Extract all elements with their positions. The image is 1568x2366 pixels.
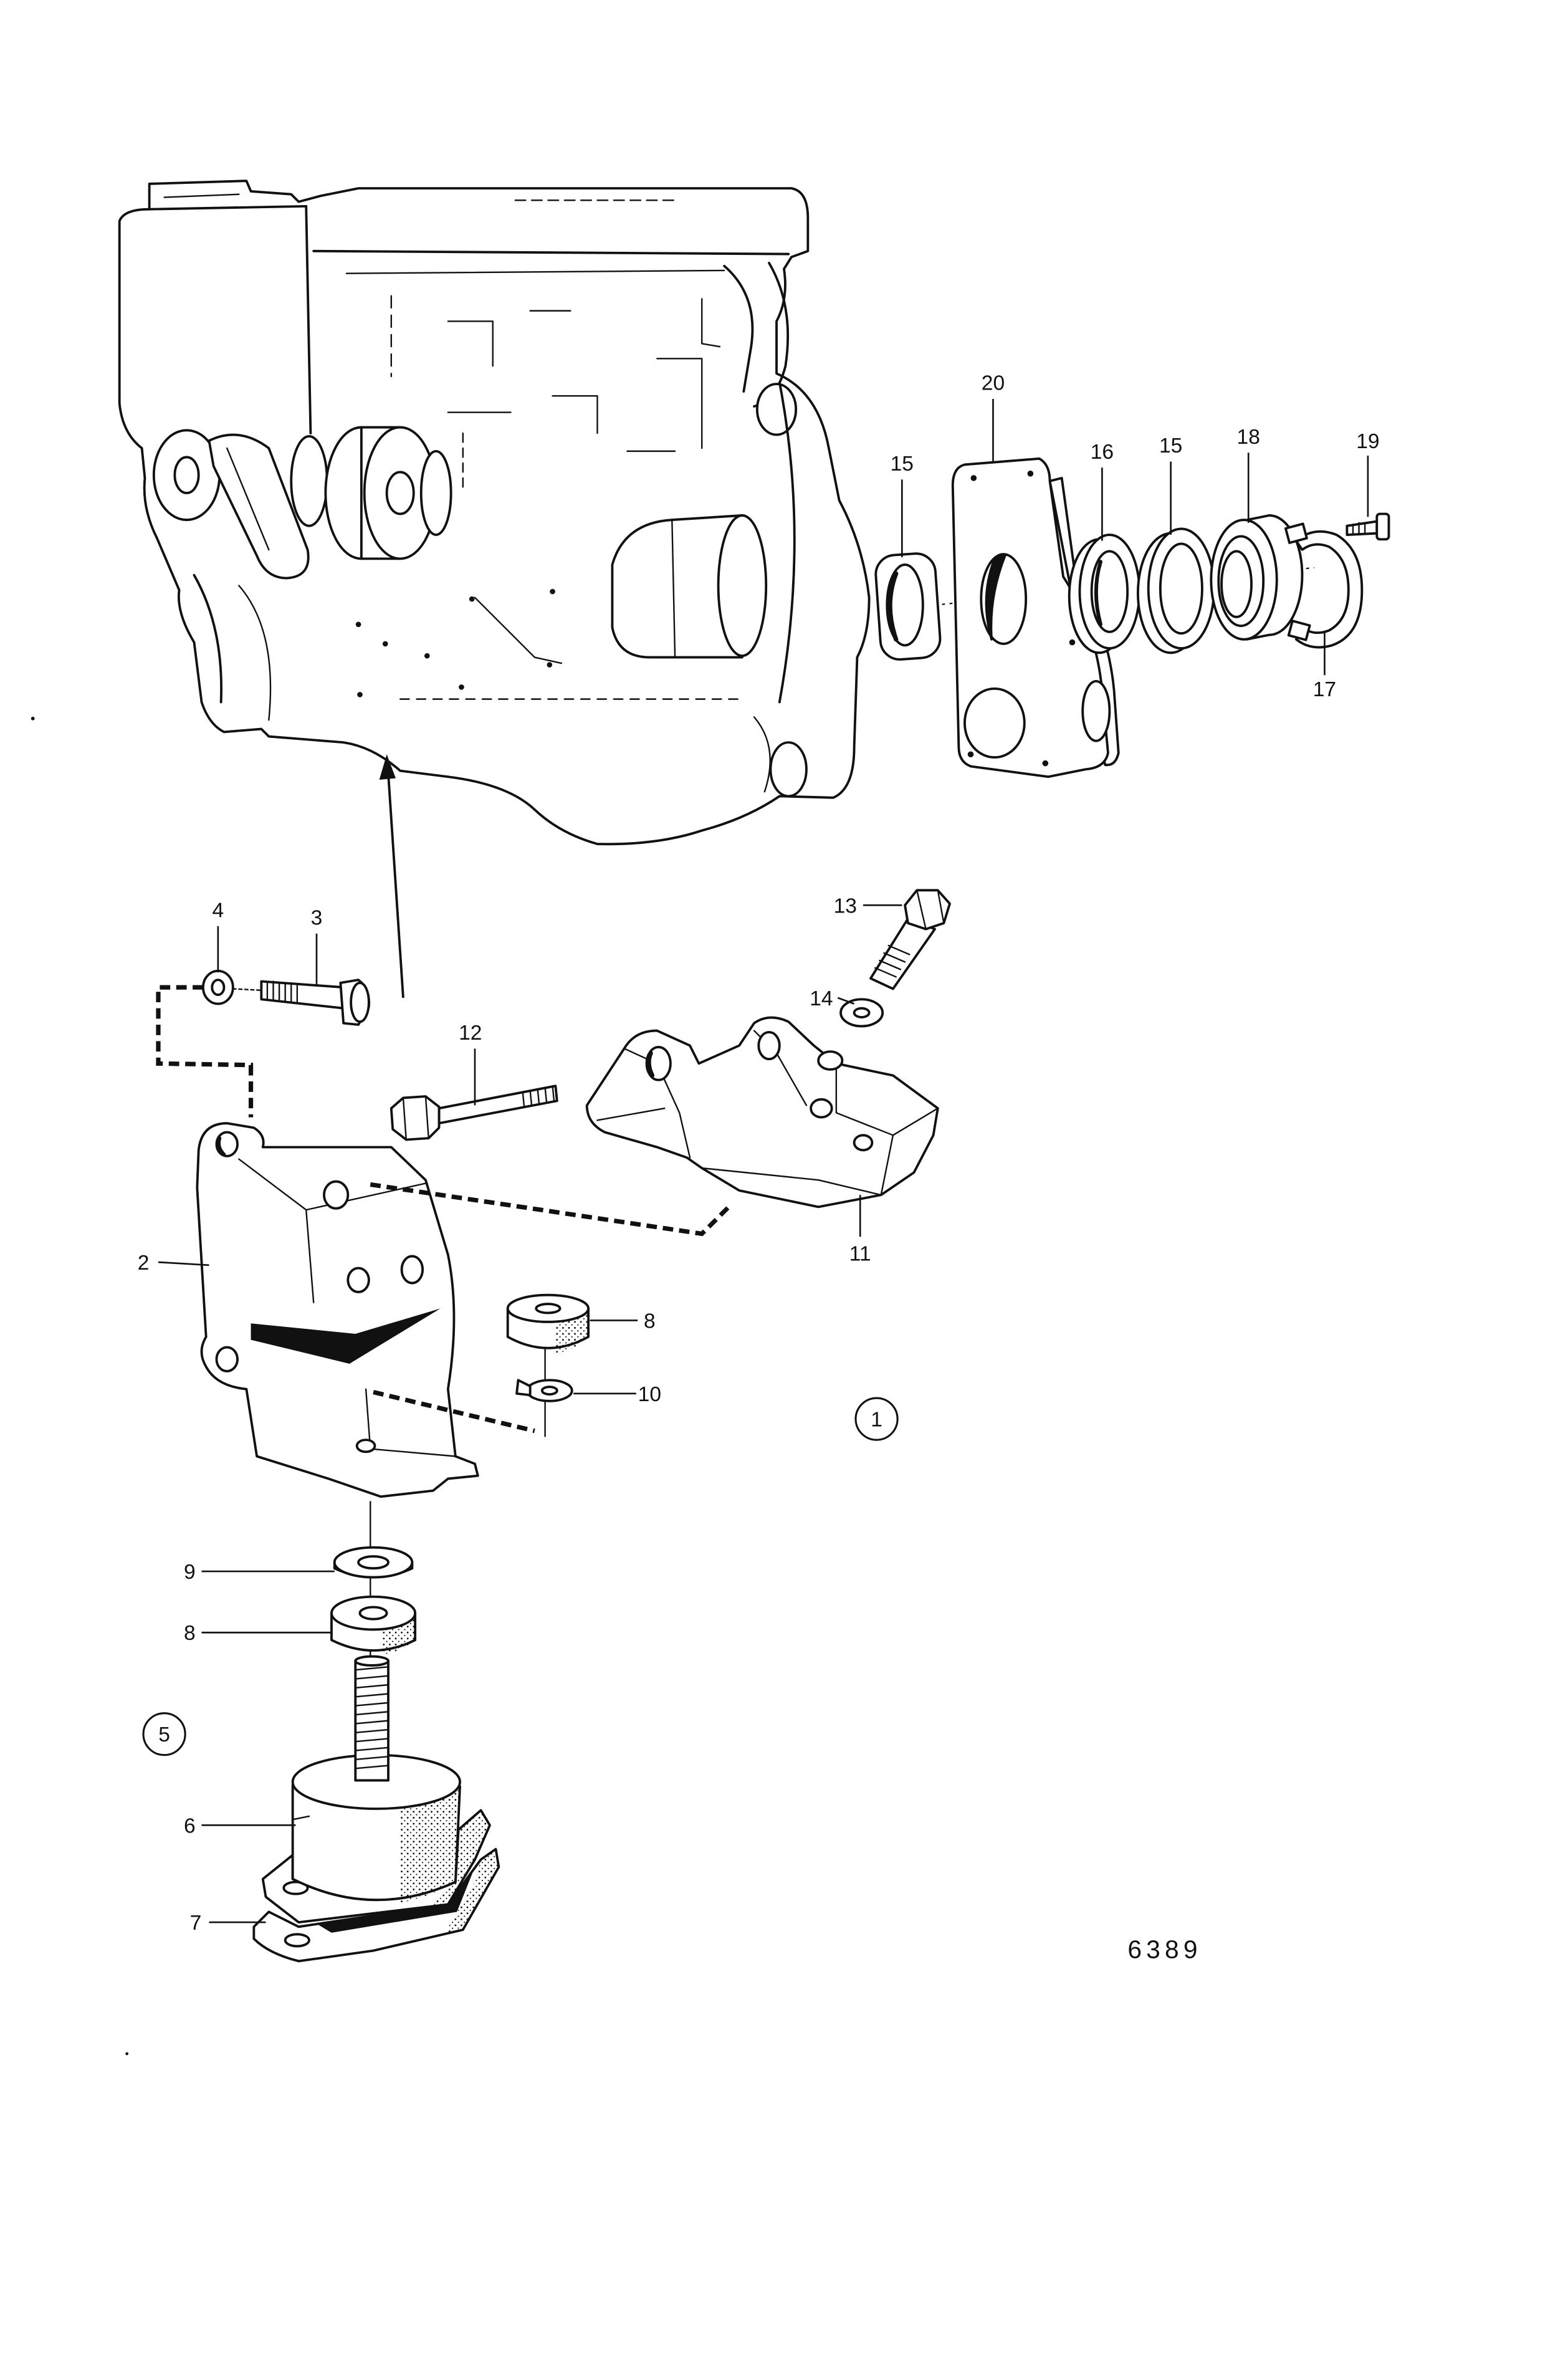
callout-20: 20 xyxy=(982,372,1005,395)
part-13-bolt xyxy=(869,889,951,990)
part-19-screw xyxy=(1346,512,1390,541)
part-3-bolt xyxy=(232,979,371,1026)
engine-drawing xyxy=(118,180,871,846)
callout-15-left: 15 xyxy=(891,453,914,476)
part-15-ring-right xyxy=(1136,527,1216,654)
part-8-nut-upper xyxy=(506,1293,590,1354)
callout-12: 12 xyxy=(459,1022,482,1045)
leader-lines xyxy=(158,398,1369,1923)
dashed-path-bolt xyxy=(156,985,254,1118)
callout-2: 2 xyxy=(138,1252,150,1275)
dashed-path-brackets xyxy=(370,1182,730,1237)
callout-17: 17 xyxy=(1313,678,1336,701)
callout-13: 13 xyxy=(834,894,857,917)
circled-label-1: 1 xyxy=(854,1397,899,1441)
part-4-washer xyxy=(201,969,234,1005)
callout-9: 9 xyxy=(184,1561,196,1584)
callout-8-lower: 8 xyxy=(184,1622,196,1645)
figure-number: 6389 xyxy=(1127,1935,1202,1964)
callout-10: 10 xyxy=(638,1383,661,1406)
callout-3: 3 xyxy=(311,906,323,929)
callout-8-upper: 8 xyxy=(644,1310,656,1333)
callout-labels: 20 15 16 15 18 19 17 13 14 4 3 12 11 2 8… xyxy=(138,372,1380,1935)
part-7-base-plate xyxy=(252,1847,500,1963)
part-2-bracket xyxy=(196,1122,479,1498)
mount-arrow xyxy=(379,754,404,998)
callout-4: 4 xyxy=(213,899,224,922)
part-14-washer xyxy=(839,998,884,1028)
callout-16: 16 xyxy=(1091,441,1114,464)
engine-holes xyxy=(355,588,555,697)
dashed-path-foot xyxy=(373,1389,535,1434)
part-10-lock-washer xyxy=(515,1379,573,1402)
speck xyxy=(31,716,35,721)
callout-7: 7 xyxy=(190,1912,202,1935)
part-9-washer xyxy=(333,1546,414,1579)
callout-6: 6 xyxy=(184,1814,196,1837)
part-6-rubber-mount xyxy=(261,1655,491,1924)
speck xyxy=(125,2052,129,2056)
part-16-ring xyxy=(1068,534,1141,654)
callout-11: 11 xyxy=(849,1243,871,1266)
circled-label-5-text: 5 xyxy=(158,1723,170,1746)
part-11-bracket xyxy=(585,1016,939,1209)
part-12-bolt xyxy=(390,1085,558,1141)
callout-18: 18 xyxy=(1237,426,1260,449)
circled-label-1-text: 1 xyxy=(871,1409,882,1432)
part-17-clamp-ring xyxy=(1284,522,1364,649)
callout-19: 19 xyxy=(1356,430,1379,453)
part-15-ring-left xyxy=(874,552,942,661)
callout-14: 14 xyxy=(810,987,833,1010)
circled-label-5: 5 xyxy=(142,1712,186,1756)
callout-15-right: 15 xyxy=(1159,434,1182,457)
part-18-housing xyxy=(1210,514,1304,641)
part-8-nut-lower xyxy=(330,1595,417,1655)
